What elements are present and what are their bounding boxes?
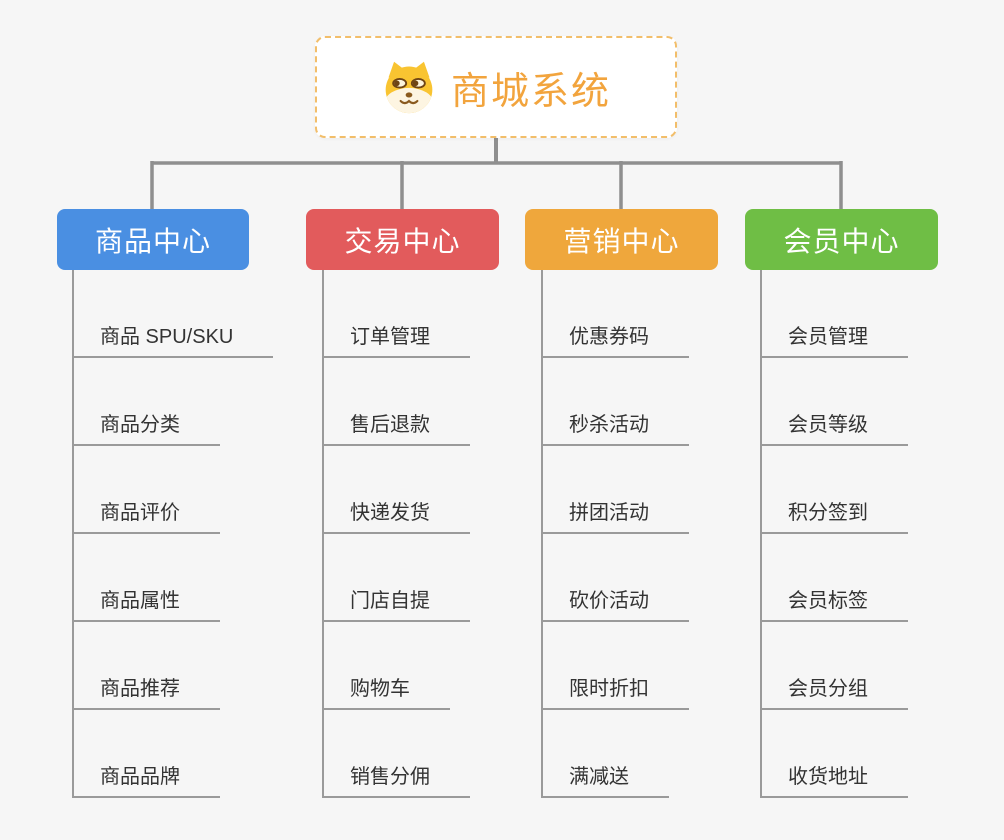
leaf-node[interactable]: 商品品牌 [74, 710, 220, 798]
leaf-node[interactable]: 购物车 [324, 622, 450, 710]
branch-label: 会员中心 [783, 225, 900, 257]
leaf-node[interactable]: 满减送 [543, 710, 669, 798]
leaf-node[interactable]: 商品属性 [74, 534, 220, 622]
branch-label: 交易中心 [344, 225, 461, 257]
root-node[interactable]: 商城系统 [315, 36, 677, 138]
leaf-node[interactable]: 秒杀活动 [543, 358, 689, 446]
leaf-stack-trade-center: 订单管理 售后退款 快递发货 门店自提 购物车 销售分佣 [322, 270, 470, 798]
leaf-node[interactable]: 快递发货 [324, 446, 470, 534]
leaf-stack-product-center: 商品 SPU/SKU 商品分类 商品评价 商品属性 商品推荐 商品品牌 [72, 270, 274, 798]
leaf-node[interactable]: 销售分佣 [324, 710, 470, 798]
leaf-node[interactable]: 商品推荐 [74, 622, 220, 710]
leaf-node[interactable]: 收货地址 [762, 710, 908, 798]
leaf-node[interactable]: 拼团活动 [543, 446, 689, 534]
leaf-node[interactable]: 商品分类 [74, 358, 220, 446]
doge-face-icon [381, 58, 437, 116]
branch-node-trade-center[interactable]: 交易中心 [306, 209, 499, 270]
leaf-node[interactable]: 售后退款 [324, 358, 470, 446]
leaf-node[interactable]: 订单管理 [324, 270, 470, 358]
branch-node-marketing-center[interactable]: 营销中心 [525, 209, 718, 270]
branch-node-product-center[interactable]: 商品中心 [57, 209, 249, 270]
root-node-label: 商城系统 [450, 70, 611, 113]
leaf-node[interactable]: 商品评价 [74, 446, 220, 534]
leaf-node[interactable]: 会员管理 [762, 270, 908, 358]
leaf-node[interactable]: 商品 SPU/SKU [74, 270, 274, 358]
leaf-node[interactable]: 门店自提 [324, 534, 470, 622]
leaf-stack-member-center: 会员管理 会员等级 积分签到 会员标签 会员分组 收货地址 [760, 270, 908, 798]
leaf-node[interactable]: 会员等级 [762, 358, 908, 446]
leaf-node[interactable]: 会员标签 [762, 534, 908, 622]
leaf-node[interactable]: 限时折扣 [543, 622, 689, 710]
branch-label: 商品中心 [94, 225, 211, 257]
branch-label: 营销中心 [563, 225, 680, 257]
leaf-node[interactable]: 砍价活动 [543, 534, 689, 622]
branch-node-member-center[interactable]: 会员中心 [745, 209, 938, 270]
leaf-stack-marketing-center: 优惠券码 秒杀活动 拼团活动 砍价活动 限时折扣 满减送 [541, 270, 689, 798]
leaf-node[interactable]: 优惠券码 [543, 270, 689, 358]
leaf-node[interactable]: 会员分组 [762, 622, 908, 710]
leaf-node[interactable]: 积分签到 [762, 446, 908, 534]
